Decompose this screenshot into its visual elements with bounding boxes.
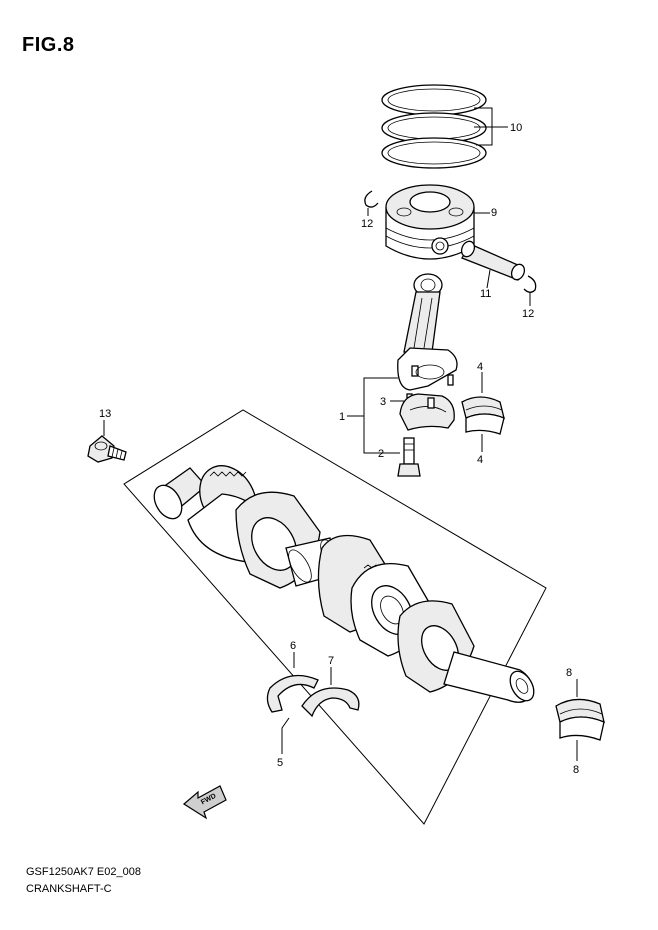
- callout-8-top[interactable]: 8: [566, 667, 573, 679]
- circlip-right[interactable]: [523, 275, 537, 293]
- main-bearing[interactable]: [555, 698, 605, 741]
- callout-6[interactable]: 6: [290, 640, 297, 652]
- callout-2[interactable]: 2: [378, 448, 385, 460]
- callout-7[interactable]: 7: [328, 655, 335, 667]
- callout-9[interactable]: 9: [491, 207, 498, 219]
- callout-4-bottom[interactable]: 4: [477, 454, 484, 466]
- crankshaft-group-outline: [123, 409, 547, 825]
- figure-name: CRANKSHAFT-C: [26, 883, 112, 895]
- callout-1[interactable]: 1: [339, 411, 346, 423]
- piston-rings[interactable]: [381, 84, 487, 169]
- connecting-rod[interactable]: [397, 273, 458, 391]
- crankshaft-bolt[interactable]: [87, 435, 127, 463]
- circlip-left[interactable]: [364, 190, 379, 208]
- callout-4-top[interactable]: 4: [477, 361, 484, 373]
- fwd-arrow-icon: [182, 785, 227, 820]
- crankshaft[interactable]: [149, 456, 539, 705]
- callout-5[interactable]: 5: [277, 757, 284, 769]
- figure-code: GSF1250AK7 E02_008: [26, 866, 141, 878]
- callout-12-left[interactable]: 12: [361, 218, 374, 230]
- rod-bearing-tab: [447, 374, 454, 386]
- callout-3[interactable]: 3: [380, 396, 387, 408]
- thrust-bearing-left[interactable]: [266, 674, 319, 713]
- figure-title: FIG.8: [22, 34, 75, 56]
- piston-pin[interactable]: [459, 239, 527, 282]
- connecting-rod-cap[interactable]: [399, 393, 455, 431]
- thrust-bearing-right[interactable]: [301, 687, 360, 718]
- callout-13[interactable]: 13: [99, 408, 112, 420]
- callout-10[interactable]: 10: [510, 122, 523, 134]
- callout-8-bottom[interactable]: 8: [573, 764, 580, 776]
- crank-pin-bearing[interactable]: [461, 396, 505, 435]
- connecting-rod-bolt[interactable]: [397, 437, 421, 477]
- callout-12-right[interactable]: 12: [522, 308, 535, 320]
- piston[interactable]: [385, 184, 475, 260]
- callout-11[interactable]: 11: [480, 288, 492, 300]
